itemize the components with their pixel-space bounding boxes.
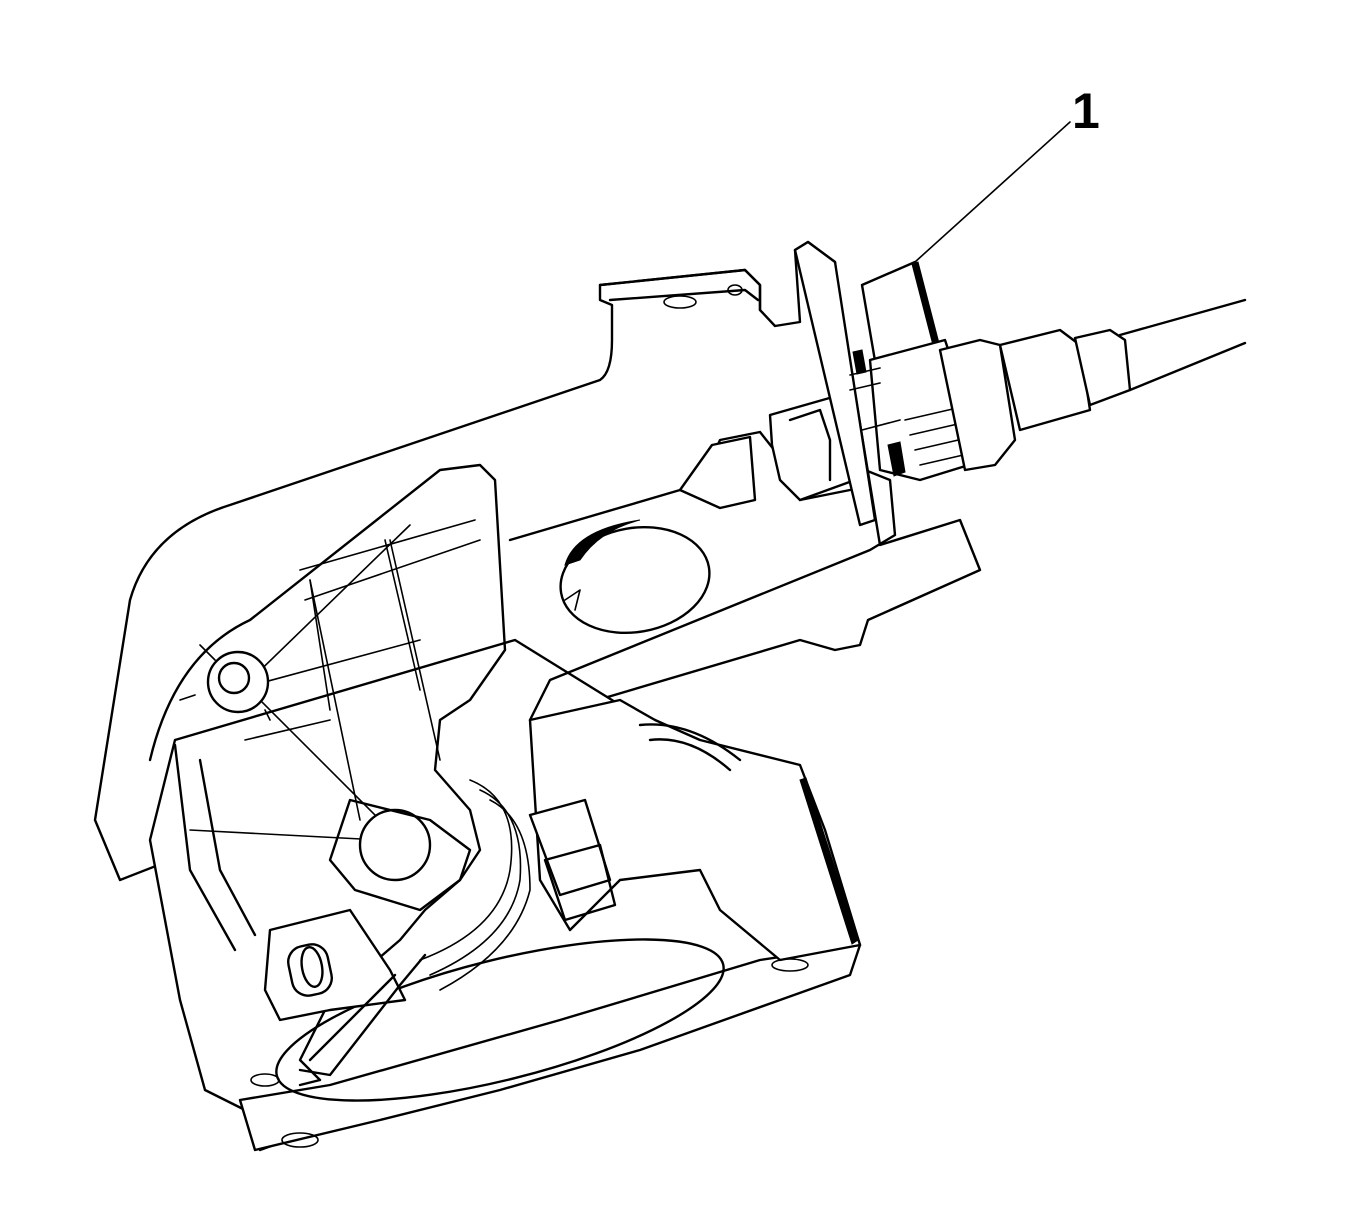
pivot-boss bbox=[206, 650, 270, 714]
motor-cap bbox=[638, 723, 742, 772]
bracket-vertical-plate bbox=[793, 240, 877, 527]
cable-clip-detail bbox=[788, 408, 852, 502]
slot-hole bbox=[300, 946, 324, 988]
connector-teeth bbox=[904, 404, 986, 466]
return-spring bbox=[419, 779, 531, 991]
connector-nut bbox=[938, 338, 1017, 472]
top-mounting-flange bbox=[598, 268, 762, 312]
callout-leader-line bbox=[914, 121, 1071, 263]
throttle-lever-arc bbox=[148, 463, 507, 1087]
connector-tip bbox=[1073, 328, 1132, 407]
bottom-bolt-hole-1 bbox=[281, 1132, 319, 1148]
pivot-boss-inner bbox=[217, 661, 251, 695]
connector-clip-latch bbox=[543, 843, 617, 922]
motor-cover-edge bbox=[799, 777, 859, 945]
throttle-bore bbox=[275, 938, 725, 1102]
bracket-oval-window bbox=[559, 525, 711, 635]
pivot-boss-tabs bbox=[179, 644, 271, 721]
housing-connector-clip bbox=[528, 798, 612, 897]
cable-neck bbox=[678, 435, 757, 510]
lever-inner-rib bbox=[173, 743, 257, 952]
slot-opening bbox=[287, 943, 333, 997]
flange-bolt-hole bbox=[663, 295, 697, 309]
connector-mount-lines bbox=[849, 367, 901, 431]
cable-line bbox=[1118, 298, 1247, 392]
hub-flange bbox=[328, 798, 472, 912]
central-hub bbox=[358, 808, 432, 882]
lever-arm-lower bbox=[298, 953, 427, 1077]
flange-bolt-hole-right bbox=[727, 284, 743, 296]
lever-grid bbox=[299, 519, 481, 821]
callout-label-1: 1 bbox=[1072, 83, 1100, 139]
oval-window-shadow bbox=[564, 519, 641, 566]
oval-window-detail bbox=[564, 589, 581, 611]
